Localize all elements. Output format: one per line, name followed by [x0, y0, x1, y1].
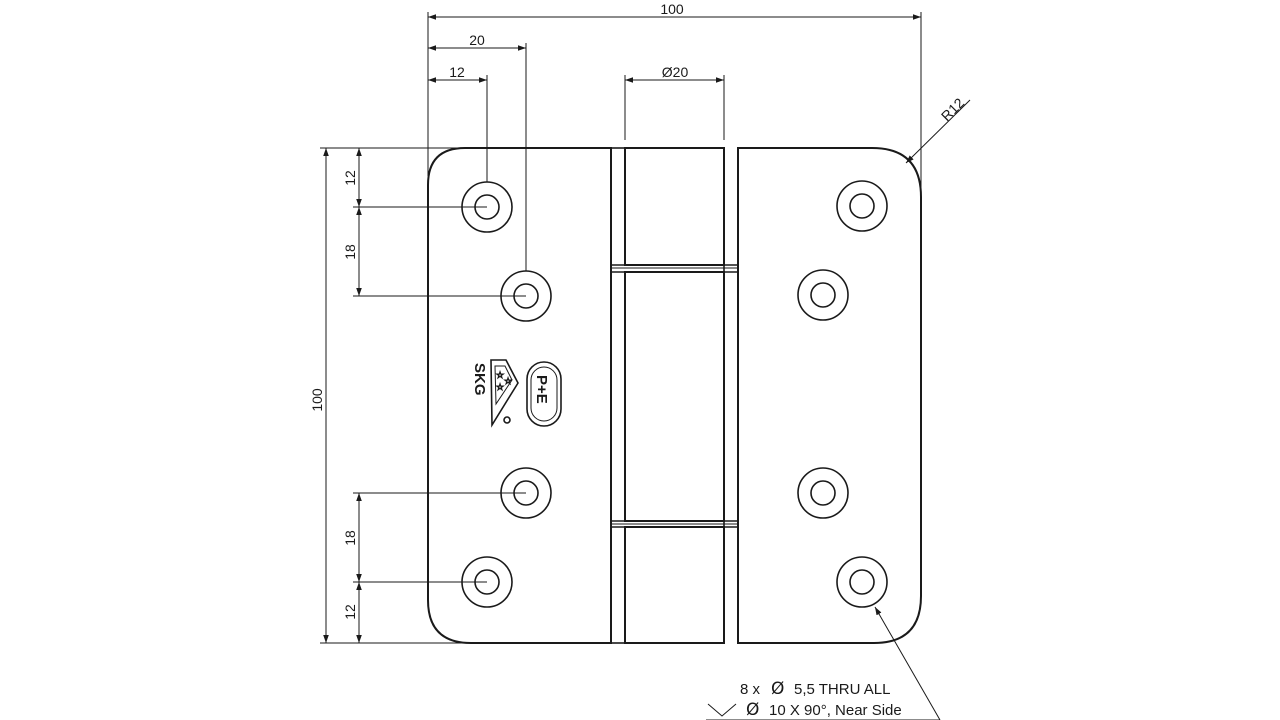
right-leaf-outline	[737, 147, 922, 644]
knuckle-group	[611, 147, 739, 644]
dim-bottom-spacing-label: 18	[342, 530, 358, 546]
callout-diameter-symbol-2: Ø	[746, 700, 759, 720]
left-leaf-outline	[427, 147, 612, 644]
dim-hole-offset-far-label: 20	[469, 32, 485, 48]
hole-right-3	[797, 467, 849, 519]
dim-bottom-edge-label: 12	[342, 604, 358, 620]
skg-logo-text: SKG	[471, 363, 488, 396]
dim-overall-width-label: 100	[660, 1, 684, 17]
dim-left-stack: 12 18 18 12	[342, 148, 526, 643]
hole-right-2	[797, 269, 849, 321]
dim-top-edge-label: 12	[342, 170, 358, 186]
dim-overall-height: 100	[309, 147, 465, 644]
callout-thru-spec: 5,5 THRU ALL	[794, 681, 890, 698]
knuckle-bottom	[624, 526, 725, 644]
knuckle-middle	[624, 271, 725, 522]
callout-count: 8 x	[740, 681, 761, 698]
hole-callout: 8 x Ø 5,5 THRU ALL Ø 10 X 90°, Near Side	[706, 606, 941, 720]
hole-right-4	[836, 556, 888, 608]
pe-logo-text: P+E	[533, 375, 550, 404]
svg-text:☆: ☆	[504, 377, 512, 387]
dim-knuckle-diameter: Ø20	[624, 64, 725, 140]
dim-top-spacing-label: 18	[342, 244, 358, 260]
callout-diameter-symbol: Ø	[771, 679, 784, 699]
svg-text:☆: ☆	[496, 383, 504, 393]
dim-overall-width: 100	[427, 1, 922, 190]
skg-logo: SKG ☆ ☆ ☆	[471, 359, 519, 428]
pe-logo: P+E	[526, 361, 562, 427]
callout-countersink-spec: 10 X 90°, Near Side	[769, 702, 902, 719]
countersink-icon	[707, 703, 737, 717]
dim-overall-height-label: 100	[309, 388, 325, 412]
dim-knuckle-diameter-label: Ø20	[662, 64, 689, 80]
knuckle-top	[624, 147, 725, 266]
dim-hole-offset-near: 12	[428, 64, 488, 182]
hole-right-1	[836, 180, 888, 232]
dim-hole-offset-far: 20	[428, 32, 527, 271]
dim-hole-offset-near-label: 12	[449, 64, 465, 80]
svg-text:☆: ☆	[496, 371, 504, 381]
dim-corner-radius: R12	[905, 94, 971, 164]
dim-corner-radius-label: R12	[938, 94, 968, 124]
